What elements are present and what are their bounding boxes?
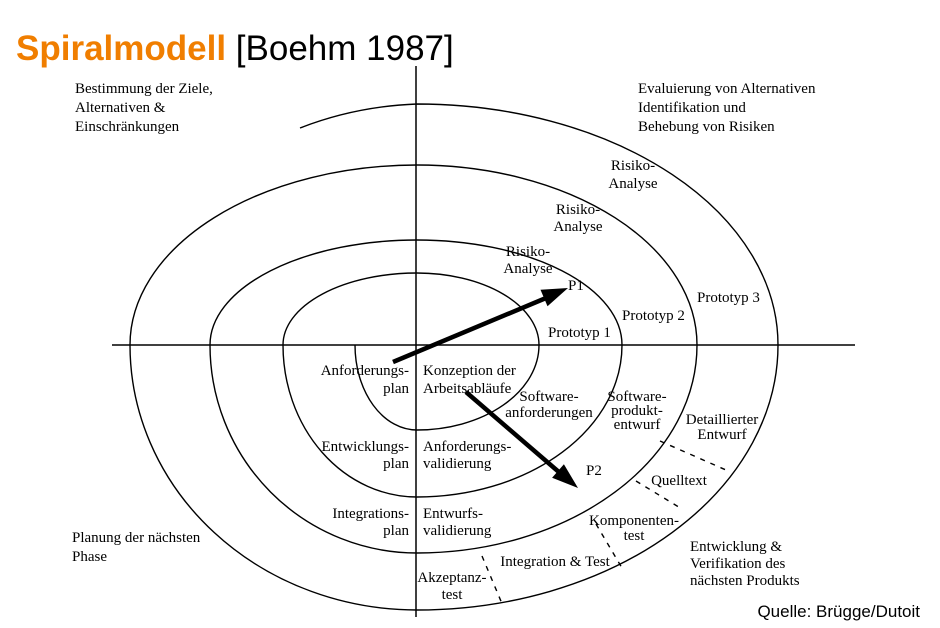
risiko-outer-line1: Risiko- (611, 158, 655, 174)
label-anforderungsplan: Anforderungs- plan (321, 363, 410, 397)
label-prototyp3: Prototyp 3 (697, 290, 760, 306)
anforderungsplan-line2: plan (383, 381, 409, 397)
anforderungsvalidierung-line1: Anforderungs- (423, 439, 511, 455)
label-integrationsplan: Integrations- plan (332, 506, 409, 539)
quadrant-top-left-line2: Alternativen & (75, 100, 166, 116)
label-software-anforderungen: Software- anforderungen (505, 389, 593, 421)
konzeption-line1: Konzeption der (423, 363, 516, 379)
entwicklungsplan-line1: Entwicklungs- (322, 439, 410, 455)
integrationsplan-line1: Integrations- (332, 506, 409, 522)
risiko-outer-line2: Analyse (608, 176, 657, 192)
komponententest-line2: test (624, 528, 646, 544)
label-detaillierter-entwurf: Detaillierter Entwurf (686, 412, 758, 443)
software-anforderungen-line1: Software- (519, 389, 578, 405)
title-keyword: Spiralmodell (16, 29, 227, 69)
anforderungsvalidierung-line2: validierung (423, 456, 492, 472)
page-title: Spiralmodell [Boehm 1987] (16, 29, 454, 69)
risiko-inner-line2: Analyse (503, 261, 552, 277)
p2-arrow-head (552, 464, 578, 488)
entwurfsvalidierung-line1: Entwurfs- (423, 506, 483, 522)
sector-divider-quelltext-komponenten (635, 480, 683, 510)
title-citation-text: [Boehm 1987] (235, 29, 454, 69)
sector-divider-detail-quelltext (659, 440, 727, 471)
label-risiko-analyse-outer: Risiko- Analyse (608, 158, 657, 192)
risiko-middle-line1: Risiko- (556, 202, 600, 218)
entwicklungsplan-line2: plan (383, 456, 409, 472)
label-konzeption: Konzeption der Arbeitsabläufe (423, 363, 516, 397)
source-credit: Quelle: Brügge/Dutoit (757, 602, 920, 621)
akzeptanztest-line1: Akzeptanz- (417, 570, 486, 586)
software-produktentwurf-line3: entwurf (614, 417, 661, 433)
label-entwicklungsplan: Entwicklungs- plan (322, 439, 410, 472)
p2-arrow-shaft (464, 390, 562, 475)
quadrant-label-top-right: Evaluierung von Alternativen Identifikat… (638, 81, 816, 135)
akzeptanztest-line2: test (442, 587, 464, 603)
label-komponententest: Komponenten- test (589, 513, 679, 544)
label-prototyp2: Prototyp 2 (622, 308, 685, 324)
konzeption-line2: Arbeitsabläufe (423, 381, 512, 397)
detaillierter-entwurf-line1: Detaillierter (686, 412, 758, 428)
quadrant-bottom-left-line1: Planung der nächsten (72, 530, 201, 546)
label-p2: P2 (586, 463, 602, 479)
p1-arrow-shaft (392, 295, 547, 365)
p1-arrow-head (540, 288, 568, 307)
quadrant-bottom-right-line3: nächsten Produkts (690, 573, 800, 589)
label-risiko-analyse-inner: Risiko- Analyse (503, 244, 552, 277)
software-produktentwurf-line1: Software- (607, 389, 666, 405)
quadrant-top-left-line3: Einschränkungen (75, 119, 180, 135)
spiral-curve (129, 103, 779, 611)
label-quelltext: Quelltext (651, 473, 708, 489)
entwurfsvalidierung-line2: validierung (423, 523, 492, 539)
sector-divider-integration-akzeptanz (481, 555, 504, 607)
quadrant-top-right-line2: Identifikation und (638, 100, 746, 116)
quadrant-bottom-left-line2: Phase (72, 549, 107, 565)
quadrant-bottom-right-line2: Verifikation des (690, 556, 786, 572)
detaillierter-entwurf-line2: Entwurf (697, 427, 746, 443)
label-prototyp1: Prototyp 1 (548, 325, 611, 341)
quadrant-top-right-line1: Evaluierung von Alternativen (638, 81, 816, 97)
anforderungsplan-line1: Anforderungs- (321, 363, 409, 379)
software-anforderungen-line2: anforderungen (505, 405, 593, 421)
label-akzeptanztest: Akzeptanz- test (417, 570, 486, 603)
label-integration-test: Integration & Test (500, 554, 610, 570)
label-entwurfsvalidierung: Entwurfs- validierung (423, 506, 492, 539)
label-software-produktentwurf: Software- produkt- entwurf (607, 389, 666, 433)
risiko-inner-line1: Risiko- (506, 244, 550, 260)
quadrant-bottom-right-line1: Entwicklung & (690, 539, 782, 555)
quadrant-top-right-line3: Behebung von Risiken (638, 119, 775, 135)
sector-divider-komponenten-integration (595, 523, 623, 569)
quadrant-label-bottom-right: Entwicklung & Verifikation des nächsten … (690, 539, 800, 589)
software-produktentwurf-line2: produkt- (611, 403, 663, 419)
label-anforderungsvalidierung: Anforderungs- validierung (423, 439, 511, 472)
quadrant-label-bottom-left: Planung der nächsten Phase (72, 530, 201, 565)
label-p1: P1 (568, 278, 584, 294)
komponententest-line1: Komponenten- (589, 513, 679, 529)
label-risiko-analyse-middle: Risiko- Analyse (553, 202, 602, 235)
quadrant-top-left-line1: Bestimmung der Ziele, (75, 81, 213, 97)
quadrant-label-top-left: Bestimmung der Ziele, Alternativen & Ein… (75, 81, 213, 135)
integrationsplan-line2: plan (383, 523, 409, 539)
risiko-middle-line2: Analyse (553, 219, 602, 235)
